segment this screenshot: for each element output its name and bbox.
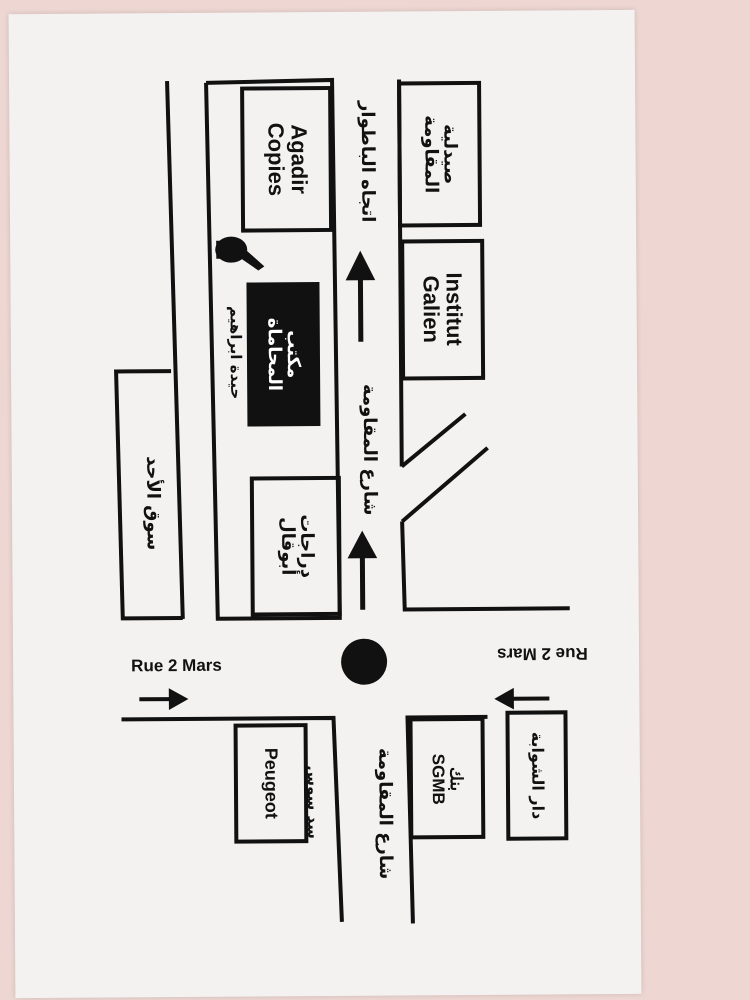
road-edge-lower-right [405, 714, 488, 924]
agadir-copies-building [240, 85, 334, 233]
pointing-hand-icon [215, 236, 265, 271]
arrow-up-icon [345, 250, 376, 342]
peugeot-arabic-label: سد سوس [303, 765, 323, 839]
central-block [204, 77, 342, 621]
diagonal-road-2 [400, 446, 489, 523]
rue-2-mars-right-label: Rue 2 Mars [496, 644, 588, 664]
main-street-upper-label: شارع المقاومة [358, 383, 381, 516]
arrow-left-icon [494, 687, 550, 710]
peugeot-building [233, 723, 309, 844]
map-drawing [114, 77, 570, 924]
souk-label: سوق الأحد [142, 455, 164, 551]
road-edge-lower-left [121, 715, 344, 922]
souk-building [114, 369, 183, 621]
road-edge-right-upper [397, 79, 404, 467]
bank-building [408, 716, 486, 840]
main-street-lower-label: شارع المقاومة [374, 747, 397, 880]
road-edge-left [165, 81, 185, 620]
arrow-up-icon [347, 530, 378, 610]
dar-label: دار الشوابة [527, 731, 548, 820]
owner-name-label: حيدة ابراهيم [226, 305, 246, 400]
roundabout-dot-icon [341, 638, 388, 685]
rue-2-mars-left-label: Rue 2 Mars [131, 655, 222, 676]
arrow-right-icon [139, 688, 189, 710]
road-edge-right-corner [400, 521, 570, 612]
law-office-building [246, 282, 321, 427]
bicycles-building [249, 475, 342, 617]
peugeot-label: Peugeot [261, 747, 282, 819]
diagonal-road-1 [400, 412, 467, 469]
direction-label: اتجاه الباطوار [356, 100, 379, 223]
dar-building [505, 710, 569, 841]
